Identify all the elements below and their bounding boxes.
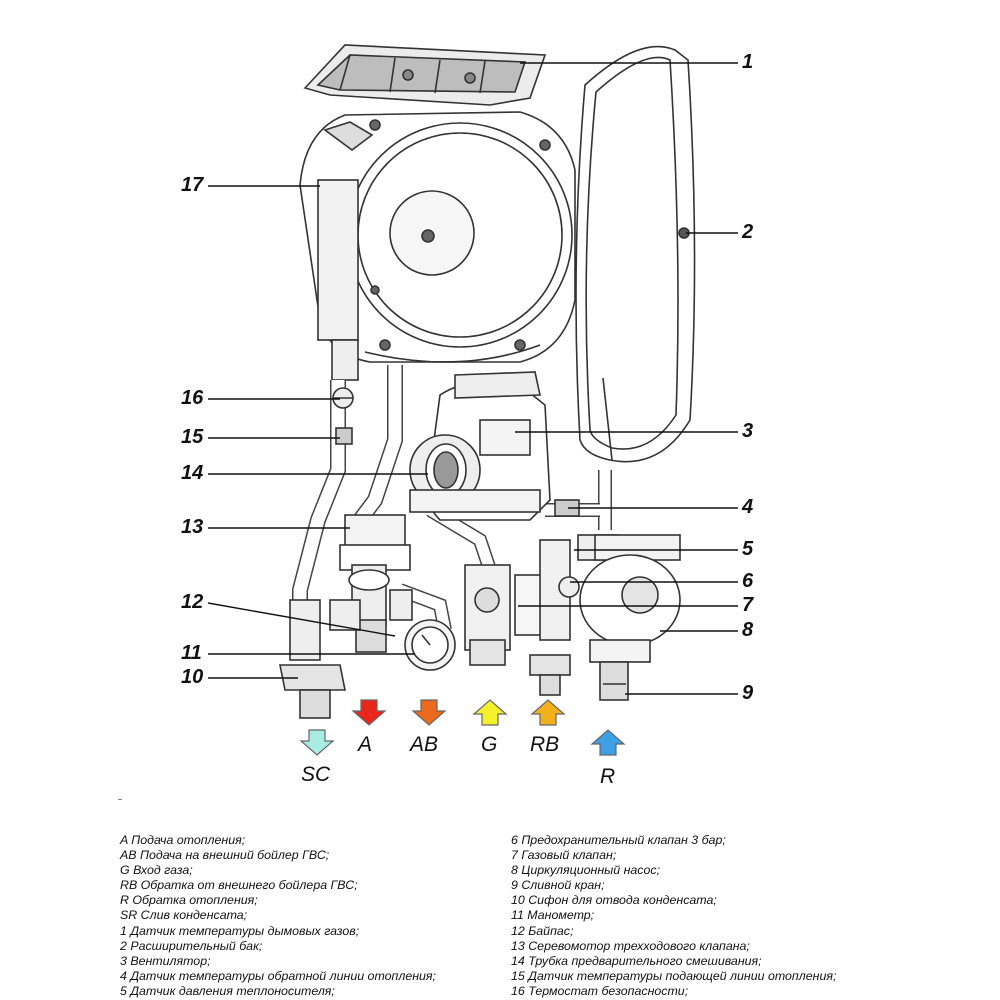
callout-17: 17 <box>181 174 204 196</box>
port-label-sc: SC <box>301 763 331 786</box>
callout-16: 16 <box>181 387 204 409</box>
legend-item: A Подача отопления; <box>120 833 246 847</box>
flow-sensors-drawing <box>332 387 354 445</box>
circulation-pump-drawing <box>579 534 681 701</box>
callout-12: 12 <box>181 591 204 613</box>
callout-11: 11 <box>181 642 202 664</box>
flue-adapter-drawing <box>303 44 547 106</box>
legend-item: 8 Циркуляционный насос; <box>511 863 661 878</box>
arrow-r <box>590 729 626 756</box>
legend-item: R Обратка отопления; <box>120 893 258 908</box>
callout-14: 14 <box>181 462 204 484</box>
arrow-a <box>351 699 387 726</box>
arrow-g <box>472 699 508 726</box>
legend-item: 7 Газовый клапан; <box>511 848 617 863</box>
manometer-drawing <box>404 619 456 671</box>
callout-7: 7 <box>742 594 754 616</box>
legend-left: A Подача отопления; AB Подача на внешний… <box>120 833 436 999</box>
legend-item: 12 Байпас; <box>511 923 574 938</box>
arrow-ab <box>411 699 447 726</box>
legend-item: 4 Датчик температуры обратной линии отоп… <box>120 968 436 983</box>
port-label-a: A <box>358 733 373 756</box>
port-label-r: R <box>600 765 616 788</box>
servomotor-drawing <box>329 514 413 653</box>
arrow-rb <box>530 699 566 726</box>
callout-15: 15 <box>181 426 204 448</box>
legend-item: SR Слив конденсата; <box>120 908 248 923</box>
callout-6: 6 <box>742 570 754 592</box>
callout-4: 4 <box>742 496 754 518</box>
callout-9: 9 <box>742 682 754 704</box>
port-label-rb: RB <box>530 733 560 756</box>
legend-item: 6 Предохранительный клапан 3 бар; <box>511 833 726 847</box>
port-arrows <box>299 699 626 756</box>
heat-exchanger-drawing <box>299 111 576 363</box>
legend-item: 5 Датчик давления теплоносителя; <box>120 983 335 998</box>
legend-item: 13 Серевомотор трехходового клапана; <box>511 938 750 953</box>
legend-right: 6 Предохранительный клапан 3 бар; 7 Газо… <box>511 833 836 999</box>
port-label-g: G <box>481 733 498 756</box>
condensate-siphon-drawing <box>279 599 346 719</box>
callout-8: 8 <box>742 619 754 641</box>
boiler-diagram <box>118 44 738 800</box>
legend-item: 10 Сифон для отвода конденсата; <box>511 893 717 908</box>
legend-item: 3 Вентилятор; <box>120 953 211 968</box>
legend-item: RB Обратка от внешнего бойлера ГВС; <box>120 878 358 893</box>
gas-valve-drawing <box>464 564 546 666</box>
callout-2: 2 <box>742 221 754 243</box>
leader-lines <box>207 62 738 695</box>
legend-item: 9 Сливной кран; <box>511 878 605 893</box>
legend-item: 1 Датчик температуры дымовых газов; <box>120 923 360 938</box>
legend-item: AB Подача на внешний бойлер ГВС; <box>120 848 330 863</box>
legend-item: 11 Манометр; <box>511 908 595 923</box>
callout-5: 5 <box>742 538 754 560</box>
legend-item: 14 Трубка предварительного смешивания; <box>511 953 762 968</box>
callout-10: 10 <box>181 666 204 688</box>
callout-1: 1 <box>742 51 754 73</box>
fan-drawing <box>409 371 580 521</box>
expansion-tank-drawing <box>575 45 696 463</box>
legend-item: G Вход газа; <box>120 863 193 878</box>
arrow-sc <box>299 729 335 756</box>
port-label-ab: AB <box>410 733 439 756</box>
legend-item: 16 Термостат безопасности; <box>511 983 689 998</box>
callout-3: 3 <box>742 420 754 442</box>
legend-item: 15 Датчик температуры подающей линии ото… <box>511 968 837 983</box>
legend-item: 2 Расширительный бак; <box>120 938 263 953</box>
callout-13: 13 <box>181 516 204 538</box>
